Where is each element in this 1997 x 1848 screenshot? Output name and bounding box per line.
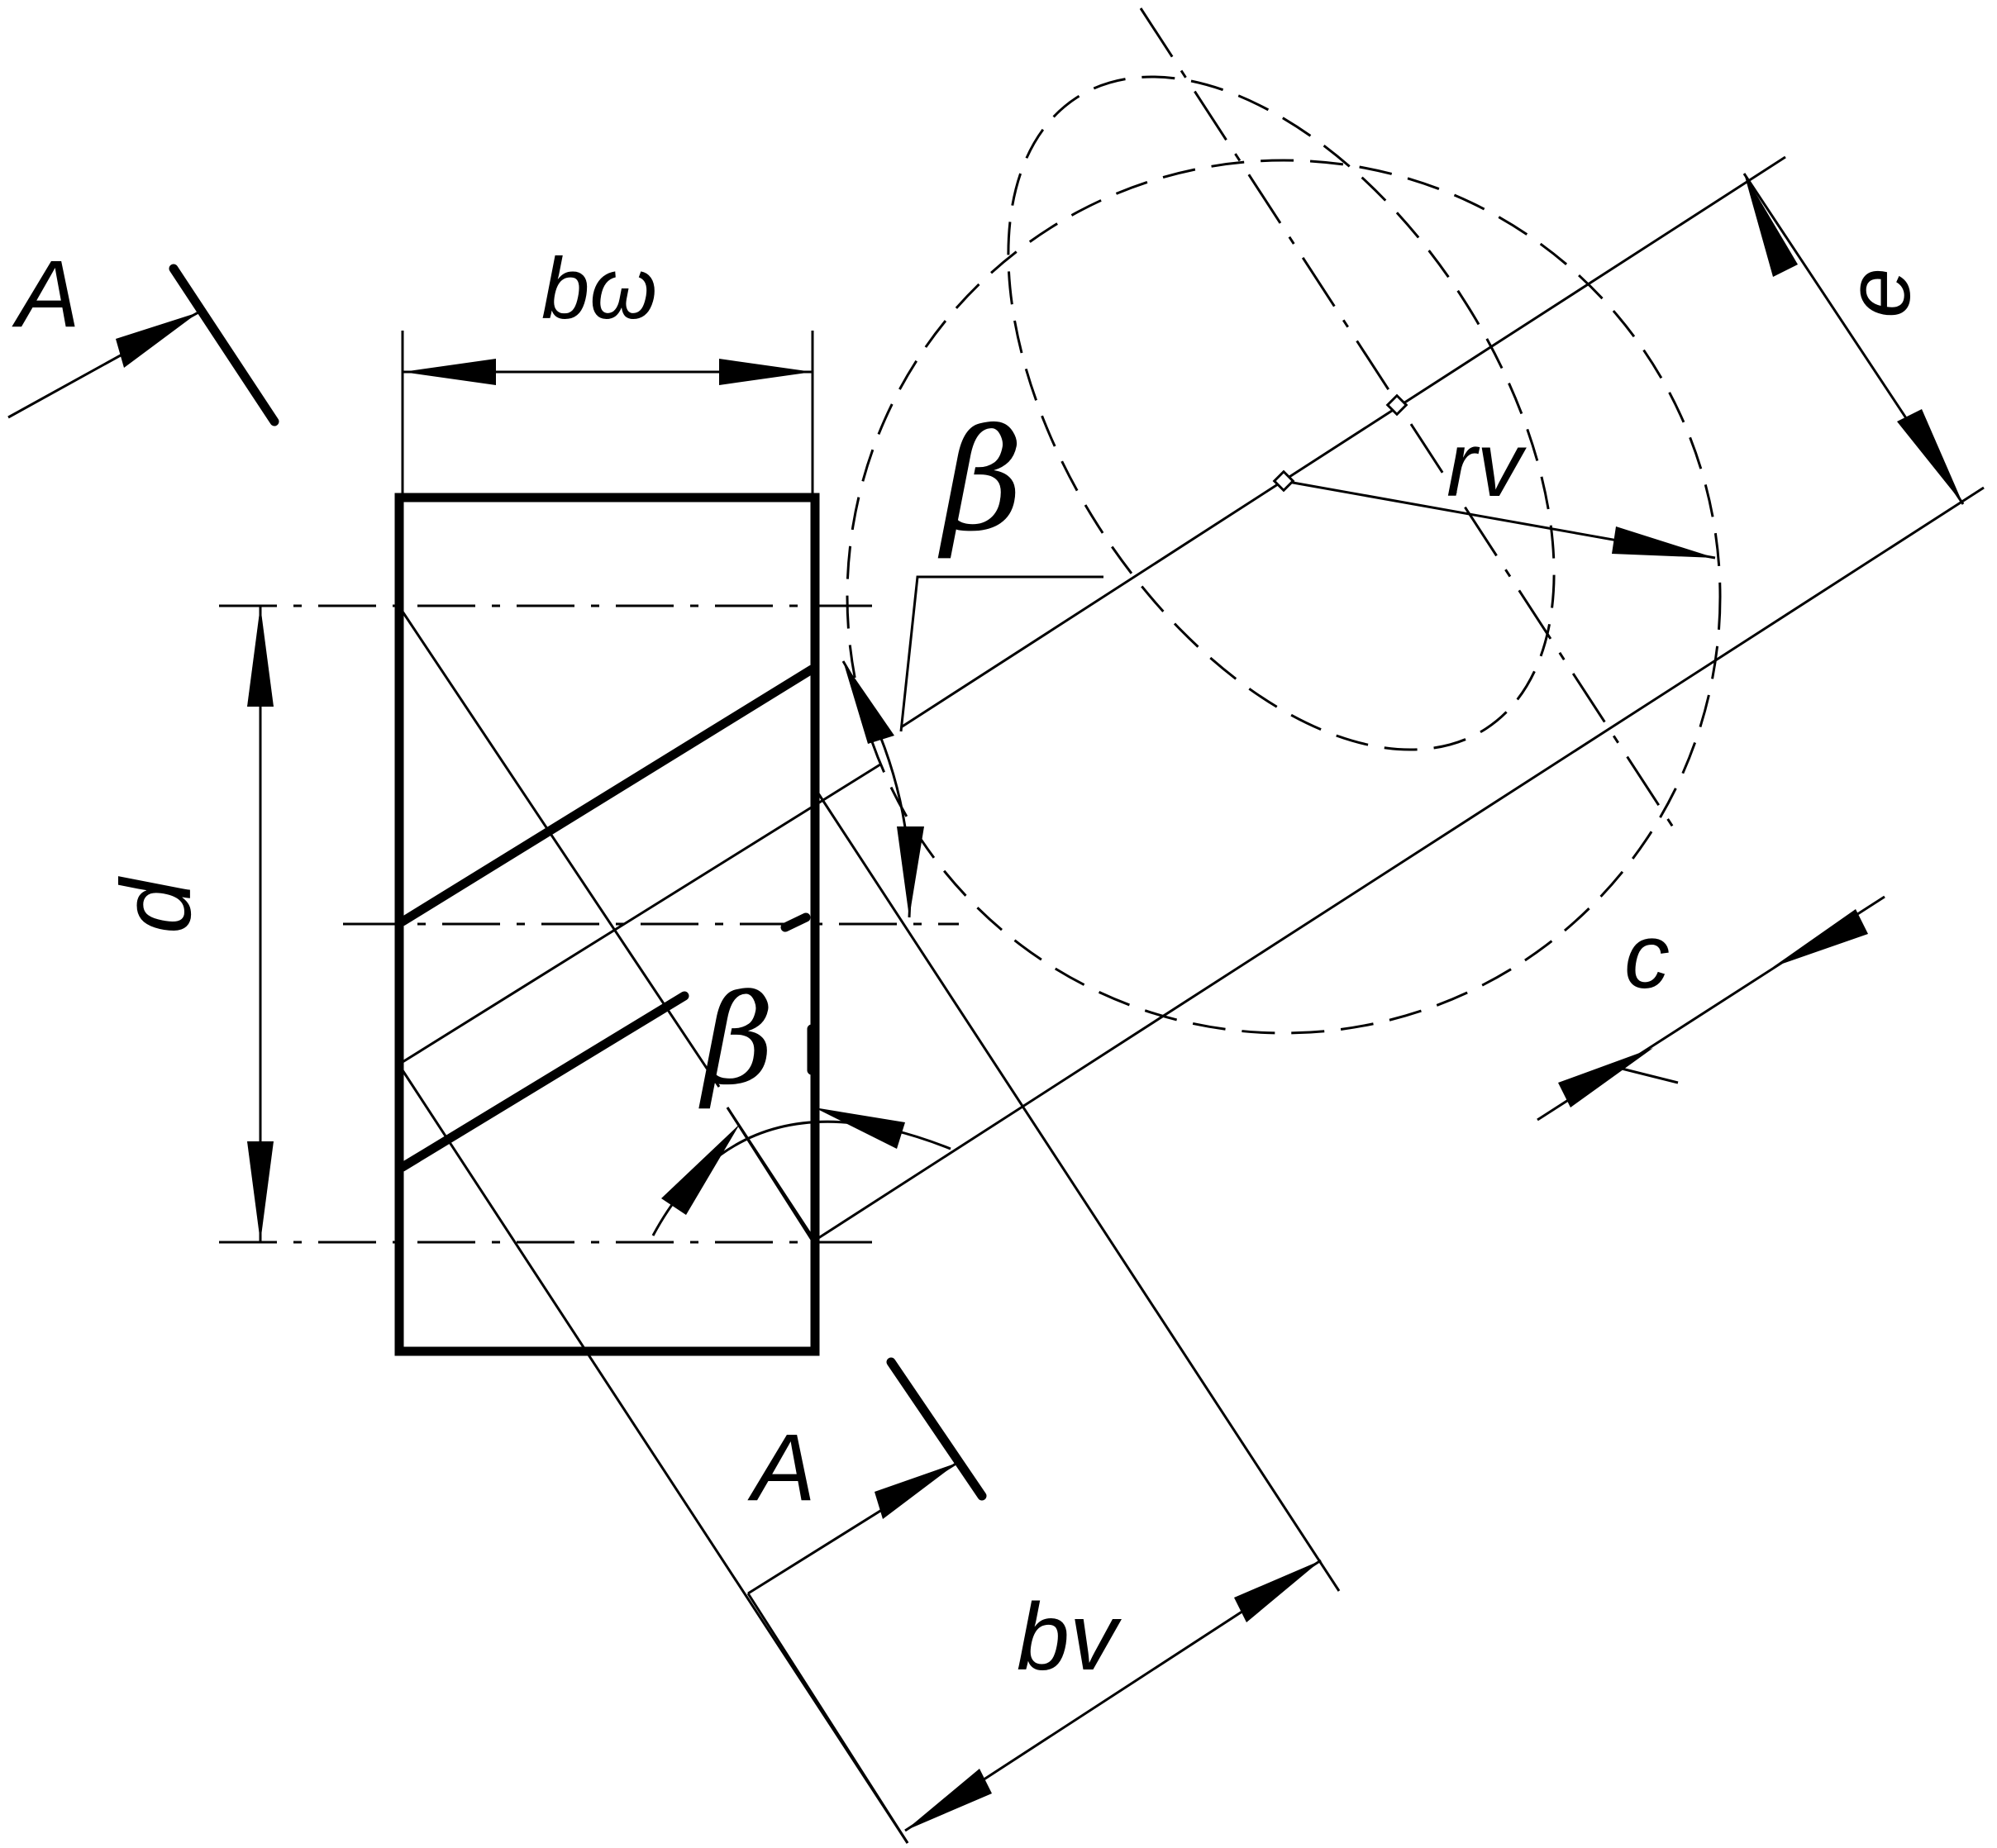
- normal-line-2: [401, 1069, 909, 1844]
- e-arrow-top: [1744, 174, 1798, 277]
- circle-center-line: [1139, 7, 1680, 836]
- section-label-top: A: [12, 241, 80, 347]
- diameter-label: d: [101, 876, 212, 934]
- c-arrow-2: [1773, 909, 1868, 967]
- section-arrow-top: [116, 312, 198, 368]
- virtual-width-label: bv: [1017, 1584, 1122, 1690]
- virtual-ellipse-small: [1007, 75, 1556, 751]
- bw-arrow-left: [403, 359, 496, 385]
- section-mark-bottom: [886, 1357, 987, 1501]
- dimension-e-label: e: [1828, 268, 1929, 318]
- tooth-stub-top: [780, 912, 811, 932]
- e-arrow-bottom: [1897, 409, 1963, 504]
- helix-thin-line-1: [402, 763, 881, 1064]
- normal-line-3: [817, 793, 1341, 1592]
- helical-tooth-lower: [398, 991, 689, 1172]
- section-label-bottom: A: [747, 1415, 816, 1521]
- helix-thin-line-2: [815, 486, 1985, 1241]
- dimension-c-label: c: [1624, 906, 1670, 1007]
- d-arrow-bottom: [247, 1141, 274, 1242]
- beta-arc-arrow-upper-2: [897, 826, 924, 917]
- beta-leader-upper: [899, 575, 1103, 732]
- bw-arrow-right: [719, 359, 813, 385]
- helix-angle-label-bottom: β: [698, 969, 774, 1112]
- beta-lower-ext: [726, 1107, 816, 1241]
- c-arrow-1: [1558, 1048, 1653, 1107]
- width-label: bω: [541, 241, 657, 337]
- beta-arc-arrow-lower-1: [661, 1124, 740, 1215]
- beta-arc-arrow-upper-1: [843, 661, 894, 744]
- helix-thin-line-3: [900, 155, 1786, 729]
- virtual-circle-large: [846, 159, 1722, 1035]
- rv-arrow: [1612, 526, 1715, 558]
- d-arrow-top: [247, 606, 274, 707]
- bv-arrow-left: [905, 1769, 992, 1831]
- center-mark-1: [1272, 469, 1295, 493]
- bv-ext-line: [746, 1593, 909, 1844]
- helical-tooth-upper: [398, 664, 817, 926]
- section-mark-top: [169, 264, 279, 426]
- normal-line-1: [401, 611, 721, 1088]
- virtual-radius-label: rv: [1447, 414, 1528, 516]
- section-arrow-bottom: [875, 1463, 957, 1519]
- bv-arrow-right: [1234, 1560, 1321, 1622]
- helix-angle-label-top: β: [937, 399, 1023, 563]
- beta-arc-upper: [841, 660, 912, 918]
- beta-arc-arrow-lower-2: [814, 1107, 905, 1149]
- center-mark-2: [1385, 393, 1408, 417]
